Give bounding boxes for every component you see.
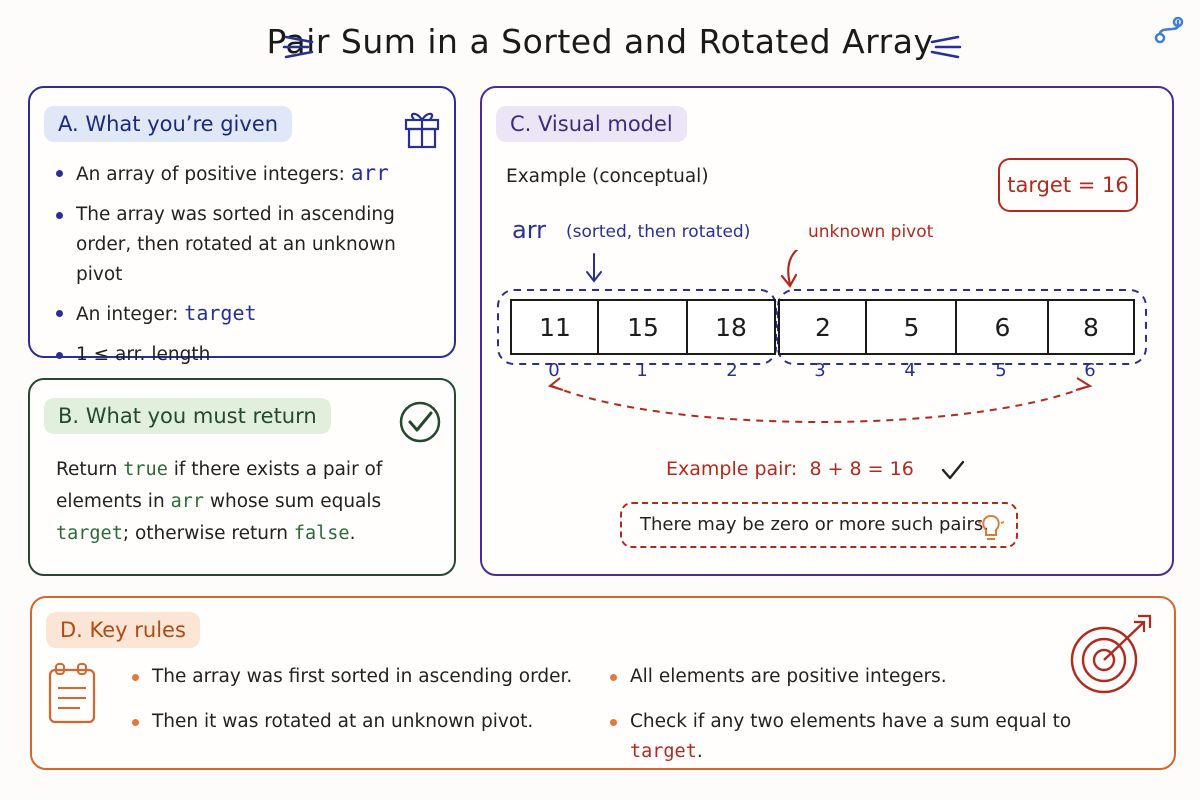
- array-cell: 8: [1047, 299, 1135, 355]
- checkmark-icon: [941, 460, 965, 480]
- array-index: 4: [904, 360, 916, 381]
- arr-note: (sorted, then rotated): [566, 222, 751, 242]
- list-item: The array was sorted in ascending order,…: [52, 200, 442, 290]
- example-pair: Example pair: 8 + 8 = 16: [666, 458, 914, 480]
- title-right-dashes-icon: [930, 35, 962, 59]
- list-item-text: 1 ≤ arr. length: [76, 344, 211, 365]
- gift-icon: [404, 112, 440, 149]
- lightbulb-icon: [977, 514, 1005, 540]
- clipboard-icon: [48, 663, 96, 724]
- check-circle-icon: [399, 401, 441, 443]
- list-item: The array was first sorted in ascending …: [128, 662, 588, 692]
- code-true: true: [123, 459, 168, 480]
- array-index: 5: [995, 360, 1007, 381]
- code-arr: arr: [350, 161, 389, 185]
- pivot-label: unknown pivot: [808, 222, 934, 242]
- rules-left-list: The array was first sorted in ascending …: [128, 662, 588, 747]
- panel-visual-heading: C. Visual model: [496, 106, 687, 142]
- title-left-dashes-icon: [282, 35, 314, 59]
- array-cell: 2: [778, 299, 868, 355]
- code-target: target: [56, 523, 123, 544]
- list-item: 1 ≤ arr. length: [52, 340, 442, 370]
- code-target: target: [184, 301, 257, 325]
- text: whose sum equals: [203, 491, 382, 512]
- array-cell: 5: [865, 299, 958, 355]
- array-cell: 15: [597, 299, 689, 355]
- panel-given-heading: A. What you’re given: [44, 106, 293, 142]
- return-description: Return true if there exists a pair of el…: [56, 454, 436, 550]
- example-pair-label: Example pair:: [666, 458, 798, 480]
- target-box: target = 16: [998, 158, 1138, 212]
- array-index: 0: [548, 360, 560, 381]
- text: if there exists a pair of elements in: [56, 459, 383, 512]
- text: ; otherwise return: [122, 523, 294, 544]
- code-arr: arr: [170, 491, 204, 512]
- note-box: [620, 502, 1018, 548]
- list-item: All elements are positive integers.: [606, 662, 1086, 692]
- panel-key-rules: D. Key rules The array was first sorted …: [30, 596, 1176, 770]
- example-label: Example (conceptual): [506, 166, 709, 187]
- arr-label: arr: [512, 216, 547, 244]
- list-item: An array of positive integers: arr: [52, 158, 442, 190]
- panel-given: A. What you’re given An array of positiv…: [28, 86, 456, 365]
- array-index: 3: [814, 360, 826, 381]
- array-cell: 6: [955, 299, 1050, 355]
- note-text: There may be zero or more such pairs.: [640, 514, 989, 535]
- list-item: An integer: target: [52, 298, 442, 330]
- target-icon: [1070, 614, 1152, 694]
- list-item-text: An array of positive integers:: [76, 164, 345, 185]
- list-item-text: An integer:: [76, 304, 179, 325]
- list-item-text: The array was sorted in ascending order,…: [76, 204, 396, 285]
- list-item-text: All elements are positive integers.: [630, 666, 947, 687]
- array-cell: 18: [686, 299, 776, 355]
- array-index: 6: [1084, 360, 1096, 381]
- text: Return: [56, 459, 124, 480]
- page-title: Pair Sum in a Sorted and Rotated Array: [266, 22, 934, 61]
- panel-return: B. What you must return Return true if t…: [28, 378, 456, 576]
- panel-return-heading: B. What you must return: [44, 398, 331, 434]
- example-pair-value: 8 + 8 = 16: [809, 458, 914, 480]
- list-item: Then it was rotated at an unknown pivot.: [128, 707, 588, 737]
- panel-rules-heading: D. Key rules: [46, 612, 200, 648]
- array-cell: 11: [510, 299, 600, 355]
- text: .: [349, 523, 356, 544]
- list-item: Check if any two elements have a sum equ…: [606, 707, 1086, 767]
- rules-right-list: All elements are positive integers. Chec…: [606, 662, 1086, 777]
- array-index: 2: [726, 360, 738, 381]
- branch-icon[interactable]: [1152, 16, 1186, 46]
- array-index: 1: [636, 360, 648, 381]
- text: .: [696, 741, 703, 762]
- code-target: target: [630, 741, 697, 762]
- given-list: An array of positive integers: arr The a…: [52, 158, 442, 380]
- code-false: false: [293, 523, 350, 544]
- list-item-text: Check if any two elements have a sum equ…: [630, 711, 1072, 732]
